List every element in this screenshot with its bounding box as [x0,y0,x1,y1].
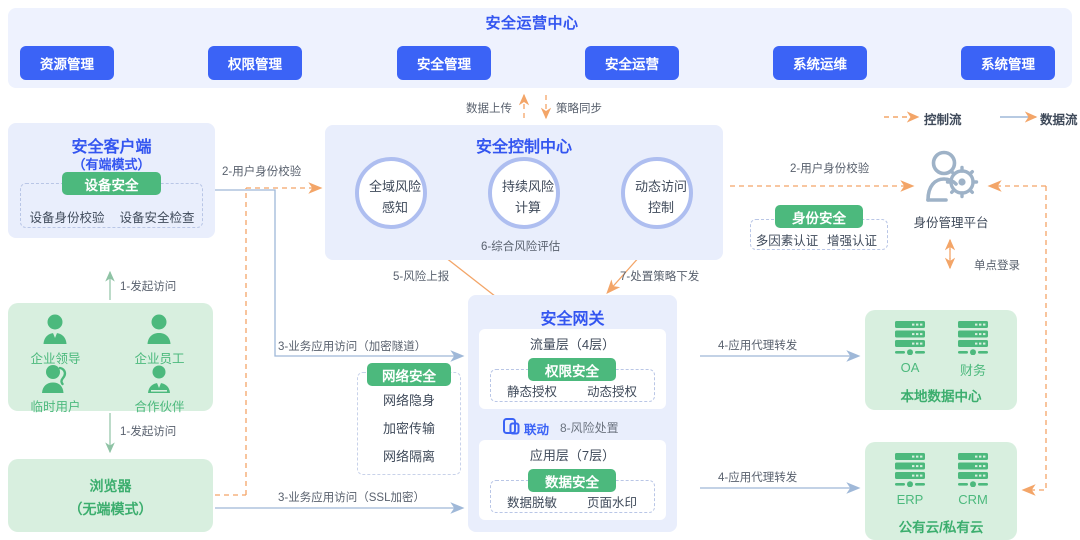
user-tie-icon [43,314,67,344]
security-client-subtitle: （有端模式） [72,157,151,172]
legend-control-flow-label: 控制流 [924,113,962,127]
mfa-label: 多因素认证 [755,234,819,248]
identity-security-chip: 身份安全 [775,205,863,228]
network-stealth-label: 网络隐身 [382,393,435,408]
network-isolation-label: 网络隔离 [382,449,435,464]
dynamic-authorization-label: 动态授权 [586,385,637,399]
security-gateway-title: 安全网关 [540,311,605,328]
security-control-center-title: 安全控制中心 [475,139,572,156]
edge-label-proxy-forward-1: 4-应用代理转发 [718,340,798,352]
page-watermark-label: 页面水印 [586,496,637,510]
node-global-risk-awareness-line1: 全域风险 [368,179,421,194]
node-dynamic-access-control: 动态访问 控制 [621,157,693,229]
edge-label-policy-sync: 策略同步 [556,103,602,115]
server-icon [895,321,925,355]
node-global-risk-awareness: 全域风险 感知 [355,157,427,229]
data-masking-label: 数据脱敏 [506,496,557,510]
edge-label-data-upload: 数据上传 [466,103,512,115]
datacenter-node-erp: ERP [896,492,924,507]
local-datacenter-title: 本地数据中心 [900,389,982,404]
edge-label-policy-dispatch: 7-处置策略下发 [620,271,700,283]
soc-button-system-maintenance[interactable]: 系统运维 [773,46,867,80]
datacenter-node-crm: CRM [958,492,988,507]
edge-label-single-sign-on: 单点登录 [974,260,1020,272]
server-icon [958,453,988,487]
user-icon [147,314,171,344]
edge-label-initiate-access-2: 1-发起访问 [120,426,177,438]
datacenter-node-finance: 财务 [959,363,986,378]
gateway-layer7-name: 应用层（7层） [529,448,616,463]
network-security-chip: 网络安全 [367,363,451,386]
device-security-chip: 设备安全 [62,172,161,195]
gateway-layer4-name: 流量层（4层） [529,337,616,352]
edge-label-proxy-forward-2: 4-应用代理转发 [718,472,798,484]
user-label-employee: 企业员工 [134,352,185,366]
browser-subtitle: （无端模式） [68,501,153,517]
user-label-partner: 合作伙伴 [134,400,185,414]
node-dynamic-access-control-line1: 动态访问 [634,179,687,194]
edge-label-user-auth-right: 2-用户身份校验 [790,163,870,175]
user-gear-icon [926,150,979,202]
edge-label-app-access-ssl: 3-业务应用访问（SSL加密） [278,492,425,504]
browser-box [8,459,213,532]
linkage-icon [503,418,520,435]
server-icon [958,321,988,355]
node-continuous-risk-computation-line2: 计算 [514,200,541,215]
soc-button-security-operations[interactable]: 安全运营 [585,46,679,80]
linkage-label: 联动 [524,423,550,437]
node-continuous-risk-computation-line1: 持续风险 [501,179,554,194]
edge-label-user-auth-left: 2-用户身份校验 [222,166,302,178]
local-datacenter-box [865,310,1017,410]
user-temp-icon [42,365,67,393]
encrypted-transmission-label: 加密传输 [382,421,435,436]
soc-button-permission-management[interactable]: 权限管理 [208,46,302,80]
node-global-risk-awareness-line2: 感知 [381,200,408,215]
data-security-chip: 数据安全 [528,469,616,492]
legend-data-flow-label: 数据流 [1040,113,1078,127]
cloud-datacenter-box [865,442,1017,540]
soc-button-resource-management[interactable]: 资源管理 [20,46,114,80]
user-label-temporary: 临时用户 [30,400,81,414]
edge-label-app-access-tunnel: 3-业务应用访问（加密隧道） [278,341,427,353]
user-label-executive: 企业领导 [30,352,81,366]
edge-label-comprehensive-risk-assessment: 6-综合风险评估 [481,241,561,253]
security-operations-center-panel [8,8,1072,88]
linkage-note: 8-风险处置 [560,421,619,435]
server-icon [895,453,925,487]
security-client-title: 安全客户端 [71,139,152,156]
node-dynamic-access-control-line2: 控制 [647,200,674,215]
soc-button-security-management[interactable]: 安全管理 [397,46,491,80]
device-identity-check-label: 设备身份校验 [29,211,105,225]
static-authorization-label: 静态授权 [506,385,557,399]
browser-title: 浏览器 [89,478,132,494]
enhanced-auth-label: 增强认证 [826,234,877,248]
edge-label-initiate-access-1: 1-发起访问 [120,281,177,293]
node-continuous-risk-computation: 持续风险 计算 [488,157,560,229]
soc-button-system-management[interactable]: 系统管理 [961,46,1055,80]
identity-platform-label: 身份管理平台 [913,216,989,230]
cloud-datacenter-title: 公有云/私有云 [898,520,984,535]
datacenter-node-oa: OA [900,360,920,375]
soc-title: 安全运营中心 [485,15,579,32]
permission-security-chip: 权限安全 [528,358,616,381]
device-security-check-label: 设备安全检查 [119,211,195,225]
edge-label-risk-report: 5-风险上报 [393,271,450,283]
user-partner-icon [148,365,170,393]
